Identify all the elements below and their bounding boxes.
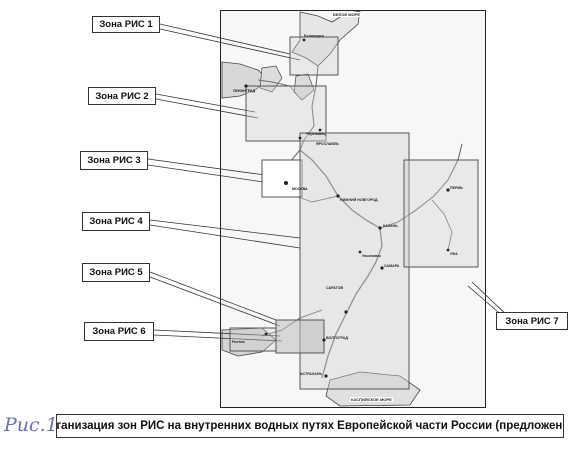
zone-rect-2: [245, 85, 327, 142]
city-yaroslavl: ЯРОСЛАВЛЬ: [316, 142, 339, 146]
city-n-novgorod: НИЖНИЙ НОВГОРОД: [340, 198, 378, 202]
volga-river: [299, 149, 383, 379]
zone-label-4: Зона РИС 4: [82, 212, 150, 231]
zone-rect-1: [289, 36, 339, 76]
city-ulyanovsk: Ульяновск: [362, 254, 381, 258]
zone-rect-3: [261, 159, 303, 198]
neva-svir: [257, 79, 299, 97]
zone-label-1: Зона РИС 1: [92, 16, 160, 33]
zone-rect-5: [275, 319, 325, 354]
zone-label-2: Зона РИС 2: [88, 87, 156, 105]
city-cherepovets: Череповец: [306, 132, 326, 136]
city-saratov: САРАТОВ: [326, 286, 344, 290]
onega-lake: [293, 73, 315, 101]
figure-caption: Организация зон РИС на внутренних водных…: [56, 414, 564, 438]
figure-mark: Рис.1: [4, 414, 58, 436]
city-petersburg: ЛЕНИНГРАД: [233, 89, 256, 93]
zone-label-6: Зона РИС 6: [84, 322, 154, 341]
zone-label-7: Зона РИС 7: [496, 312, 568, 330]
city-perm: ПЕРМЬ: [450, 186, 463, 190]
city-belomorsk: Беломорск: [304, 34, 324, 38]
city-rostov: Ростов: [232, 340, 245, 344]
zone-rect-6: [229, 327, 277, 352]
city-samara: САМАРА: [384, 264, 400, 268]
zone-label-3: Зона РИС 3: [80, 151, 148, 170]
city-moscow: МОСКВА: [292, 187, 308, 191]
city-markers: [244, 38, 450, 378]
zone-rect-7: [403, 159, 479, 268]
city-kazan: КАЗАНЬ: [383, 224, 398, 228]
caspian-sea-label: КАСПИЙСКОЕ МОРЕ: [350, 397, 393, 402]
white-sea-coast: [291, 10, 361, 67]
belaya-river: [431, 199, 453, 251]
zone-label-5: Зона РИС 5: [82, 263, 150, 282]
city-ufa: УФА: [450, 252, 458, 256]
city-volgograd: ВОЛГОГРАД: [326, 336, 348, 340]
city-astrakhan: АСТРАХАНЬ: [300, 372, 323, 376]
white-sea-label: БЕЛОЕ МОРЕ: [332, 12, 362, 17]
